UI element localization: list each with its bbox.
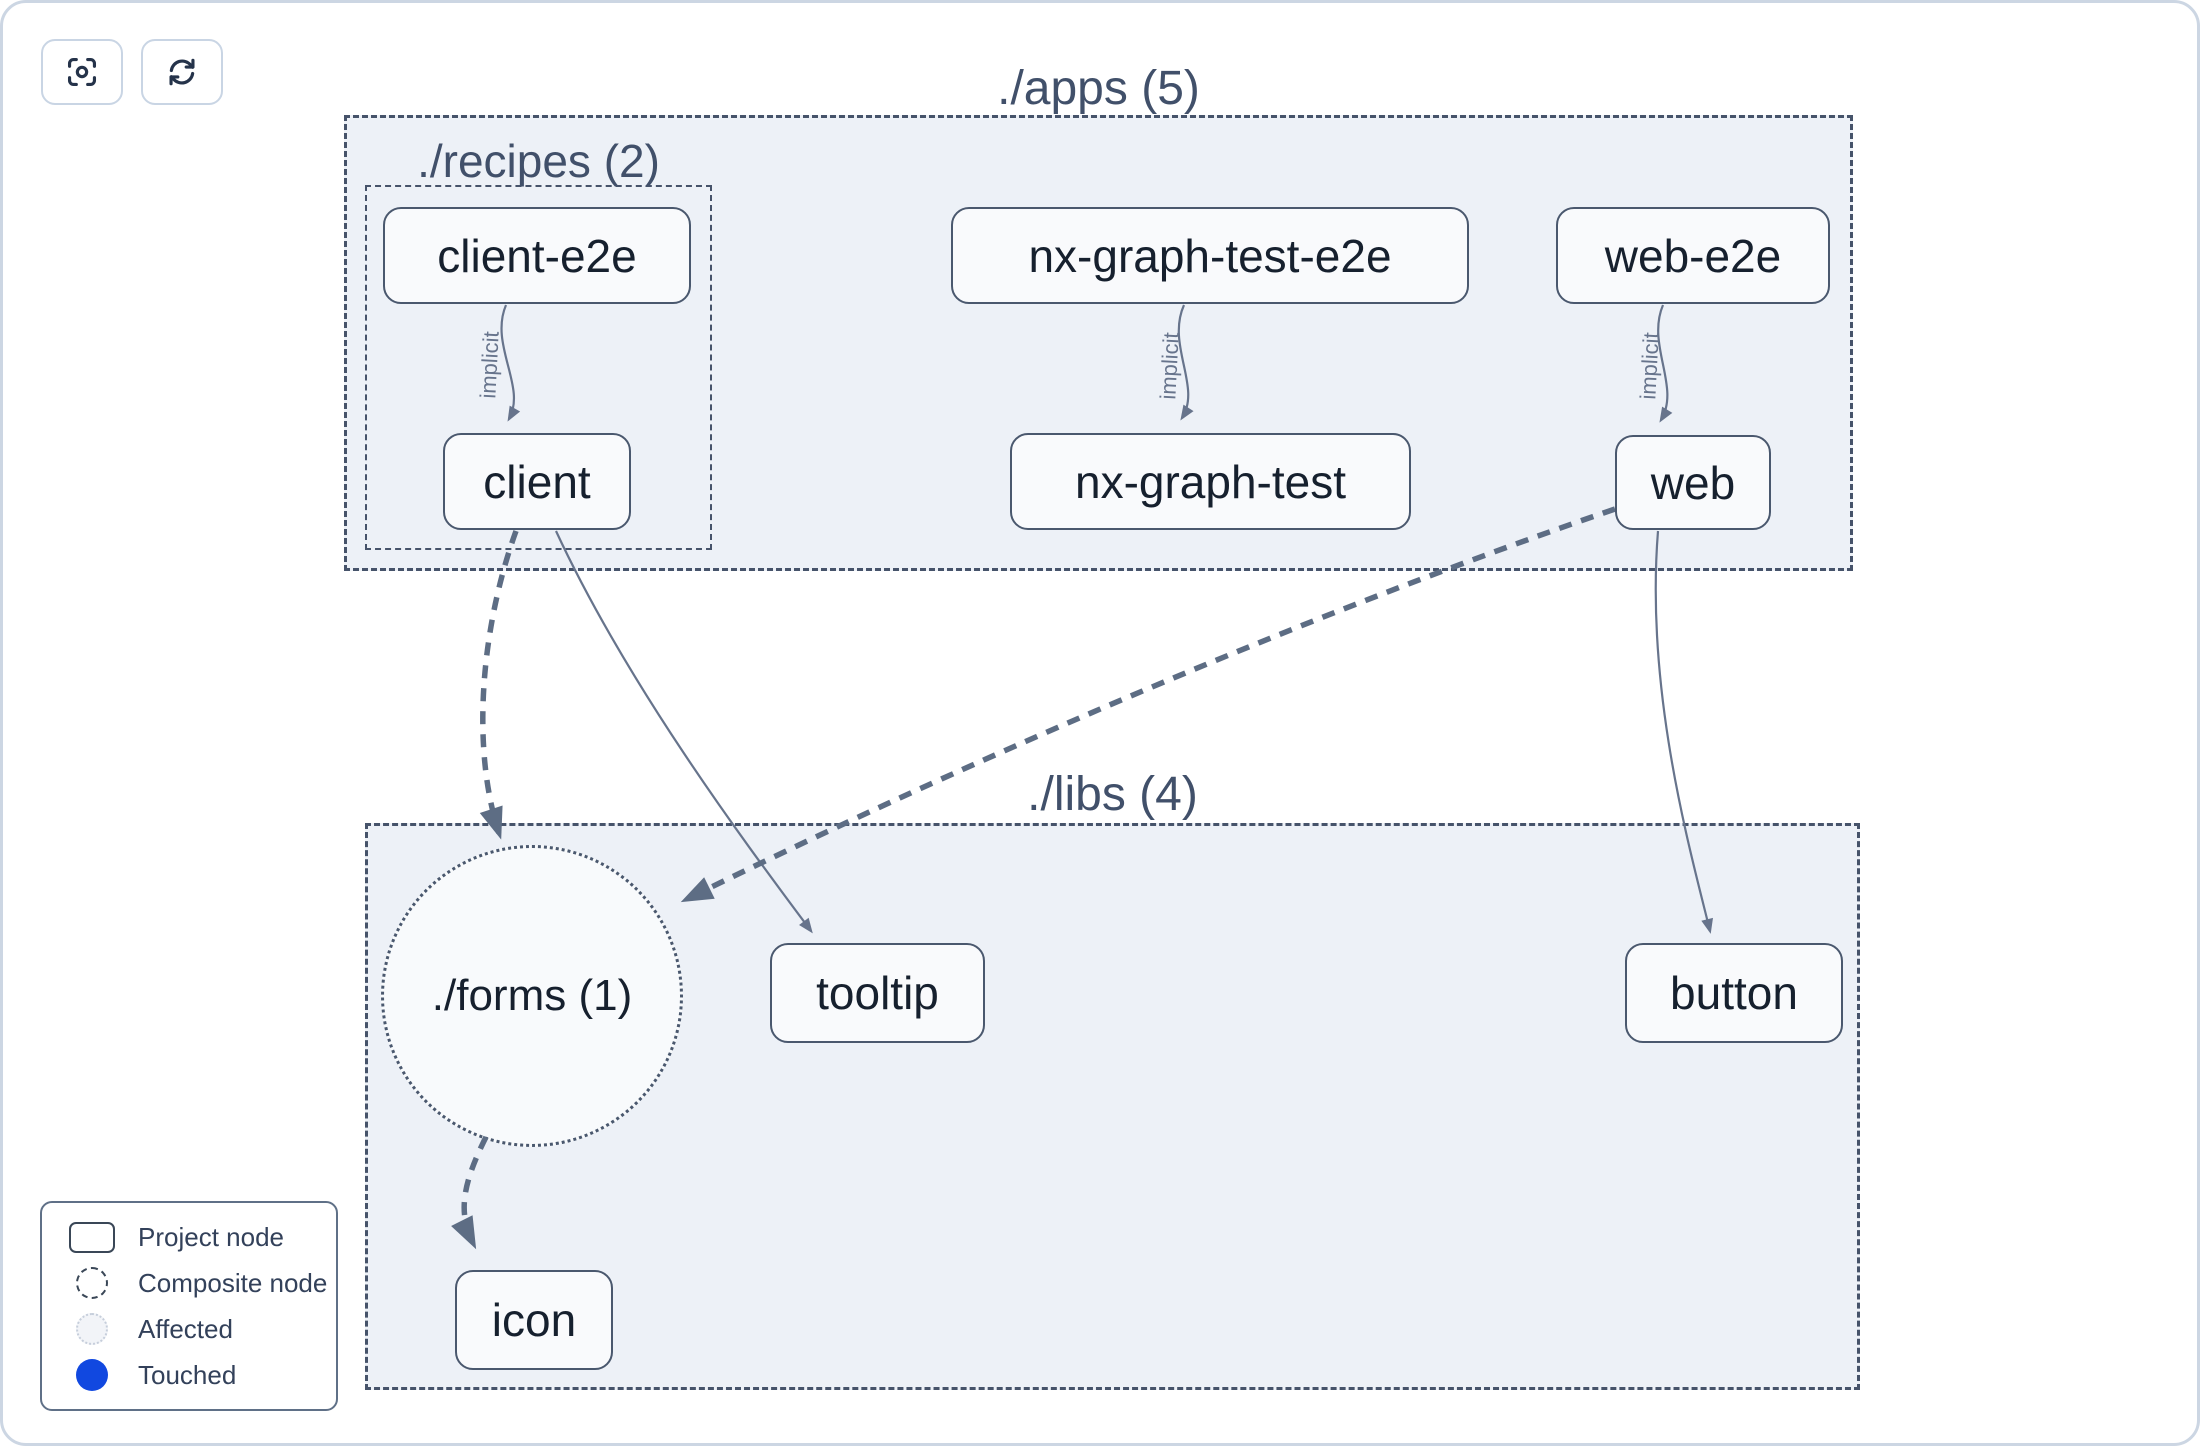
node-label: web [1650,456,1736,509]
project-node-icon[interactable]: icon [455,1270,613,1370]
edge-label-implicit: implicit [475,330,504,400]
node-label: button [1670,967,1798,1019]
composite-node-icon [76,1267,108,1299]
node-label: nx-graph-test-e2e [1028,229,1392,282]
project-node-nx-graph-test-e2e[interactable]: nx-graph-test-e2e [951,207,1469,304]
refresh-icon [169,58,195,86]
project-node-client-e2e[interactable]: client-e2e [383,207,691,304]
composite-node-forms[interactable]: ./forms (1) [381,845,683,1147]
affected-icon [76,1313,108,1345]
center-graph-button[interactable] [41,39,123,105]
project-node-web[interactable]: web [1615,435,1771,530]
legend-label: Touched [138,1359,237,1390]
node-label: web-e2e [1604,229,1782,282]
group-libs-title: ./libs (4) [1027,768,1198,821]
project-node-tooltip[interactable]: tooltip [770,943,985,1043]
legend-item-touched: Touched [68,1359,318,1391]
edge-label-implicit: implicit [1155,331,1184,401]
node-label: tooltip [816,967,939,1019]
legend-label: Composite node [138,1267,328,1298]
project-node-client[interactable]: client [443,433,631,530]
project-node-icon [69,1221,115,1253]
composite-node-label: ./forms (1) [431,971,633,1020]
edge-label-implicit: implicit [1635,331,1664,401]
legend: Project node Composite node Affected Tou… [40,1201,338,1411]
touched-icon [76,1359,108,1391]
legend-item-affected: Affected [68,1313,318,1345]
focus-icon [67,57,97,87]
legend-item-composite-node: Composite node [68,1267,327,1299]
project-node-button[interactable]: button [1625,943,1843,1043]
node-label: nx-graph-test [1074,455,1346,508]
project-node-web-e2e[interactable]: web-e2e [1556,207,1830,304]
node-label: client [483,455,591,508]
legend-label: Project node [138,1221,284,1252]
node-label: icon [491,1294,577,1346]
node-label: client-e2e [437,229,637,282]
group-recipes-title: ./recipes (2) [417,135,660,187]
legend-label: Affected [138,1313,233,1344]
project-node-nx-graph-test[interactable]: nx-graph-test [1010,433,1411,530]
legend-item-project-node: Project node [68,1221,318,1253]
group-apps-title: ./apps (5) [997,62,1200,115]
refresh-graph-button[interactable] [141,39,223,105]
